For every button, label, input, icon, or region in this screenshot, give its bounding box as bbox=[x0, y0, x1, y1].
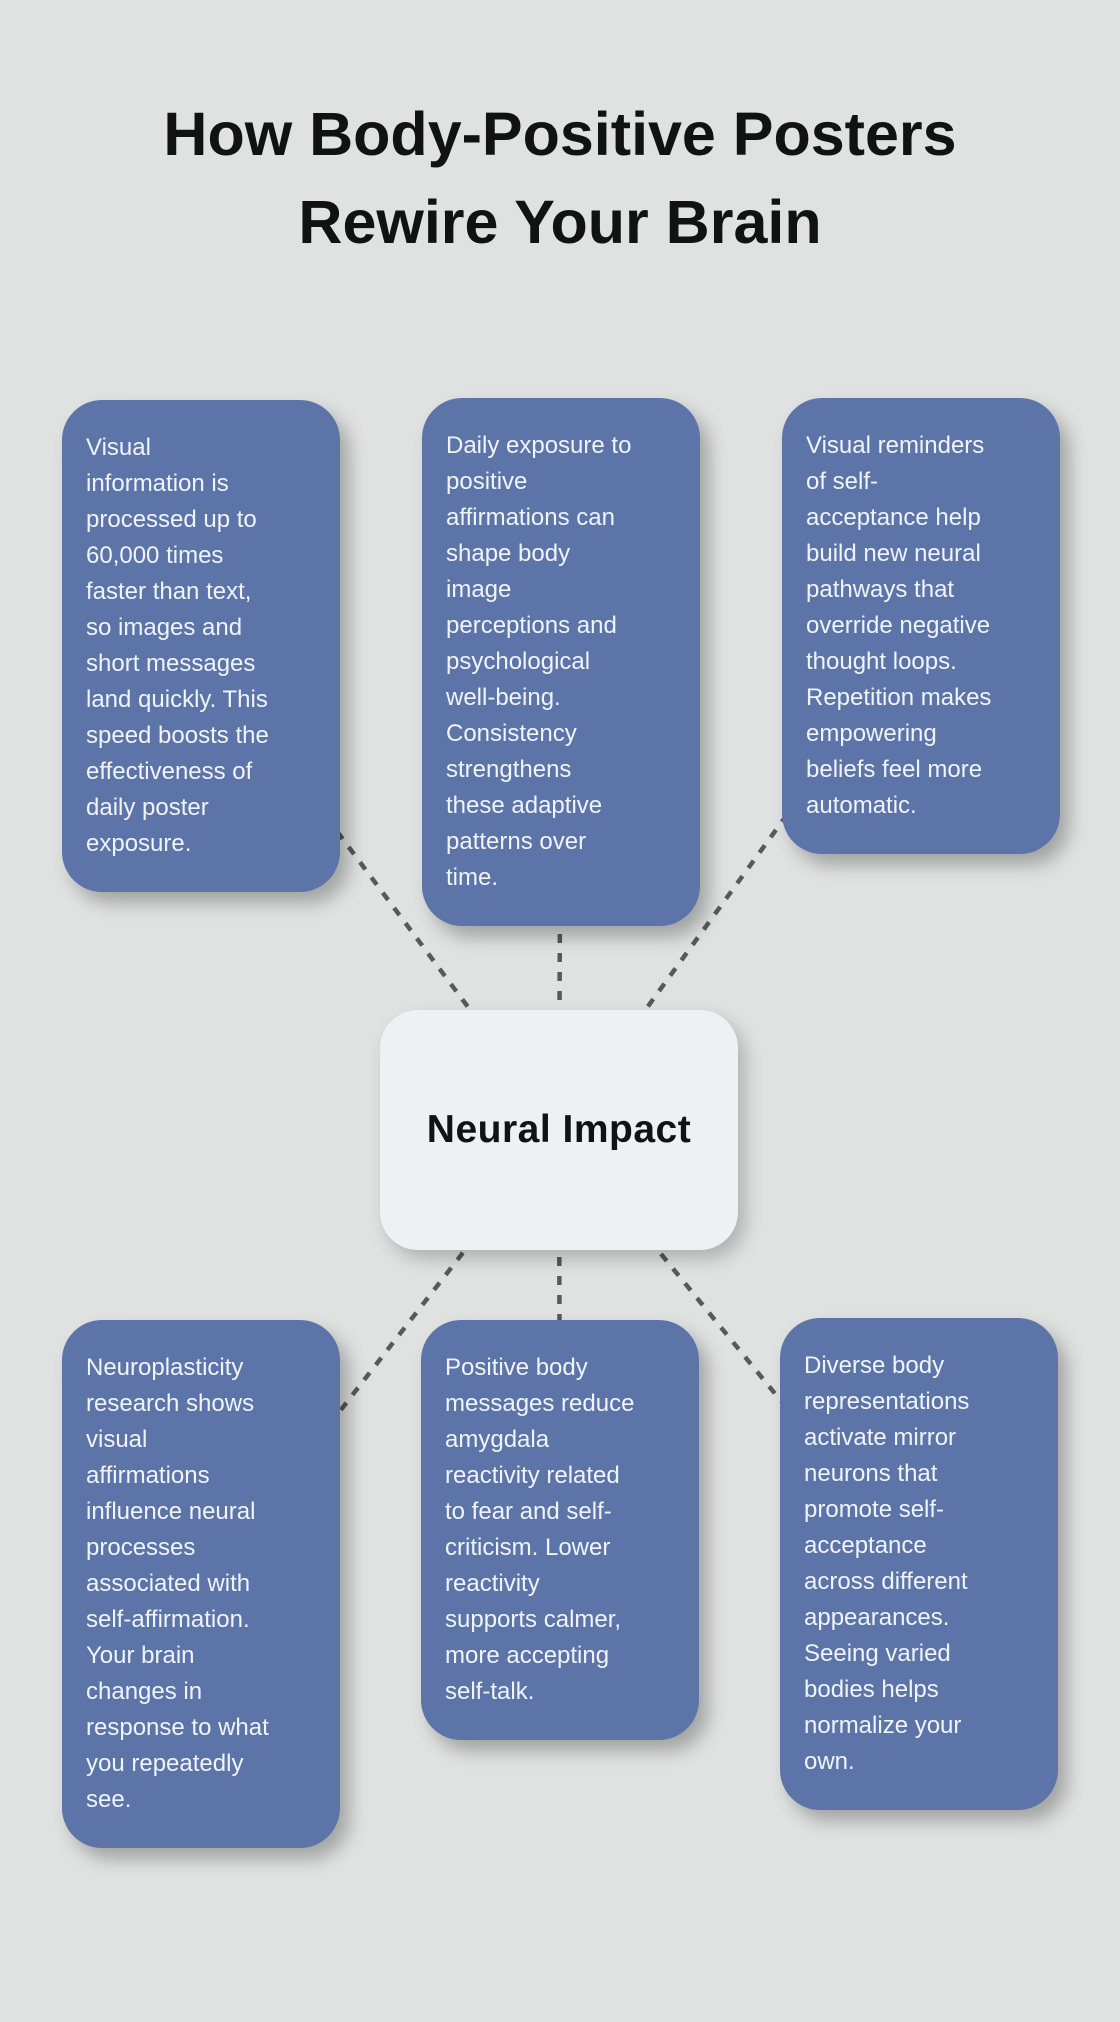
node-bottom-middle-text: Positive body messages reduce amygdala r… bbox=[445, 1354, 635, 1705]
node-top-right: Visual reminders of self- acceptance hel… bbox=[782, 398, 1060, 854]
center-node-label: Neural Impact bbox=[426, 1108, 692, 1151]
page-title: How Body-Positive Posters Rewire Your Br… bbox=[163, 100, 957, 256]
center-node: Neural Impact bbox=[380, 1010, 738, 1250]
node-top-middle-text: Daily exposure to positive affirmations … bbox=[446, 432, 632, 891]
node-top-right-text: Visual reminders of self- acceptance hel… bbox=[806, 432, 992, 819]
node-bottom-left: Neuroplasticity research shows visual af… bbox=[62, 1320, 340, 1848]
node-bottom-left-text: Neuroplasticity research shows visual af… bbox=[86, 1354, 269, 1813]
node-top-left: Visual information is processed up to 60… bbox=[62, 400, 340, 892]
node-top-middle: Daily exposure to positive affirmations … bbox=[422, 398, 700, 926]
node-top-left-text: Visual information is processed up to 60… bbox=[86, 434, 269, 857]
node-bottom-middle: Positive body messages reduce amygdala r… bbox=[421, 1320, 699, 1740]
node-bottom-right: Diverse body representations activate mi… bbox=[780, 1318, 1058, 1810]
node-bottom-right-text: Diverse body representations activate mi… bbox=[804, 1352, 970, 1775]
